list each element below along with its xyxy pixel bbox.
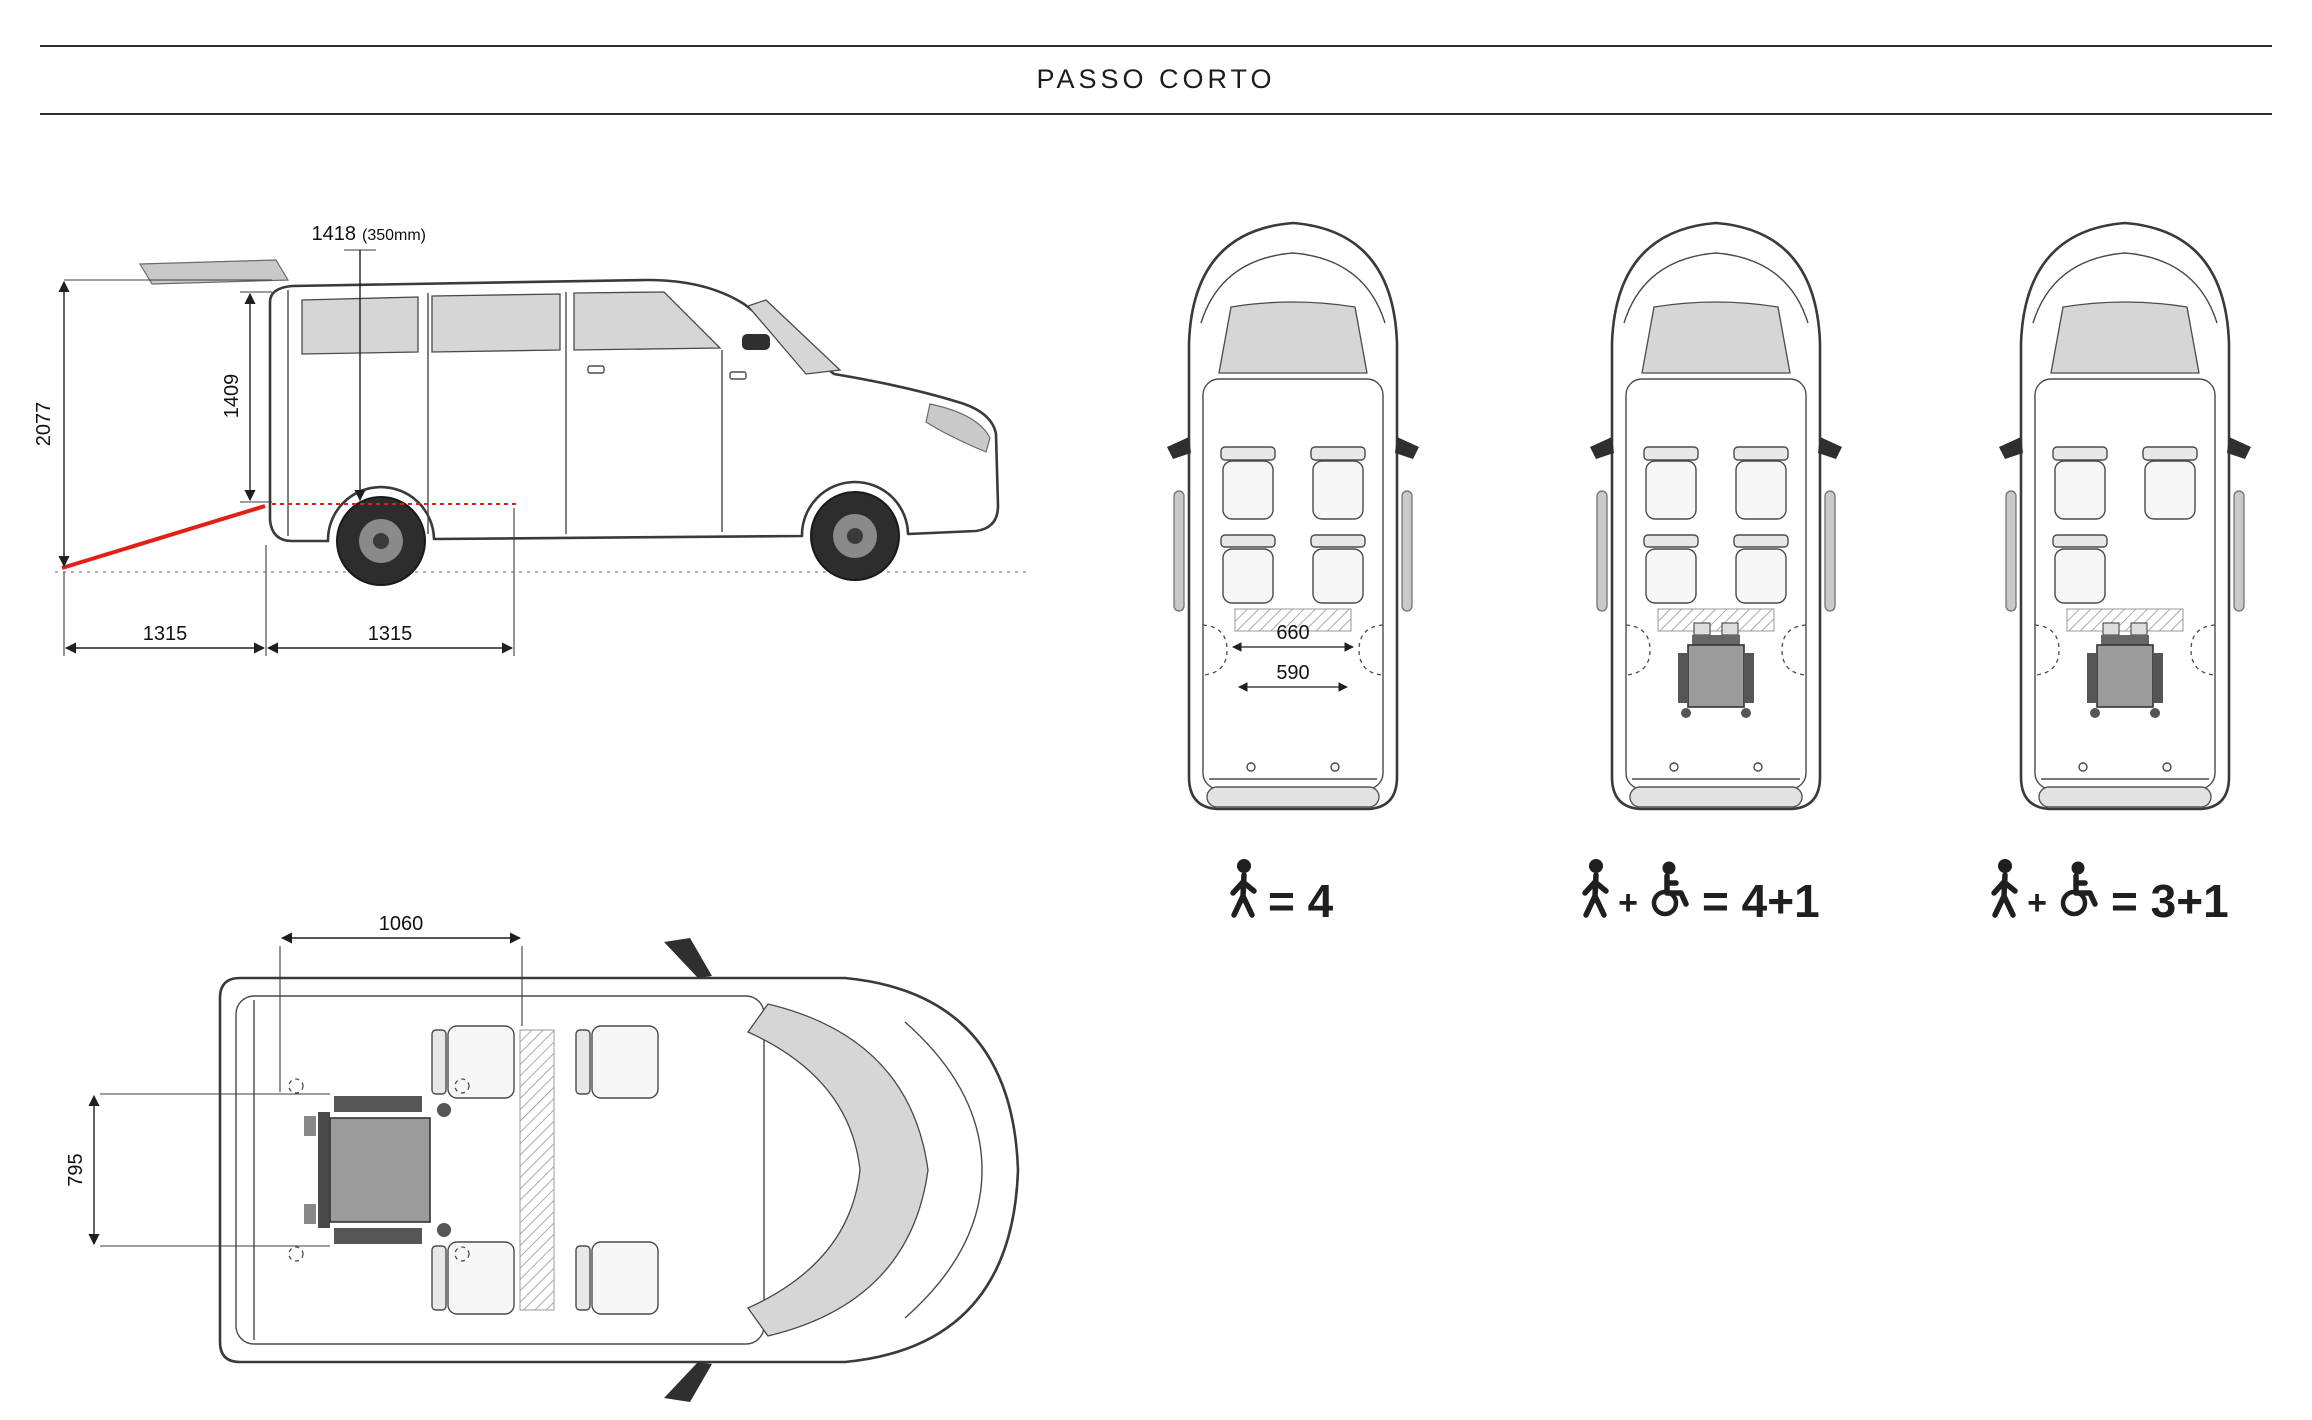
- front-wheel: [810, 491, 900, 581]
- header: PASSO CORTO: [40, 45, 2272, 115]
- sliding-door-window: [431, 293, 561, 353]
- dim-ramp-length-text: 1315: [143, 623, 188, 645]
- plan-view-diagram: 1060 795: [65, 913, 1020, 1402]
- config-1-topview: 660 590 = 4: [1165, 221, 1421, 927]
- dim-overall-height-text: 2077: [33, 402, 55, 447]
- dim-interior-length: 1060: [279, 913, 523, 1092]
- dim-width-between-arches: 660: [1232, 622, 1354, 652]
- dim-interior-width: 795: [65, 1093, 330, 1247]
- dim-bottom-lengths: 1315 1315: [63, 508, 515, 656]
- config-3-label: + = 3+1: [1994, 859, 2229, 927]
- config-2-topview: + = 4+1: [1585, 221, 1844, 927]
- person-icon: [1585, 859, 1606, 915]
- dim-rear-opening-height-text: 1409: [221, 374, 243, 419]
- plus-sign: +: [2027, 884, 2047, 922]
- mirror-bottom: [664, 1362, 712, 1402]
- plus-sign: +: [1618, 884, 1638, 922]
- config-1-count: = 4: [1268, 875, 1334, 927]
- dim-floor-height-text: 1418: [312, 223, 357, 245]
- hatched-floor-strip: [519, 1029, 555, 1311]
- door-mirror: [742, 334, 770, 350]
- open-tailgate: [138, 259, 290, 285]
- config-2-label: + = 4+1: [1585, 859, 1820, 927]
- dim-660-text: 660: [1276, 622, 1309, 644]
- door-handle-front: [729, 371, 747, 380]
- dim-floor-height-note: (350mm): [362, 227, 426, 244]
- front-seats-plan: [575, 1025, 659, 1315]
- config-1-label: = 4: [1233, 859, 1334, 927]
- dim-interior-length-text: 1060: [379, 913, 424, 935]
- rear-wheel: [336, 496, 426, 586]
- wheelchair-icon: [2063, 862, 2095, 915]
- config-2-count: = 4+1: [1702, 875, 1820, 927]
- dim-floor-width: 590: [1238, 662, 1348, 692]
- windshield-plan: [747, 1003, 929, 1337]
- dim-overall-height: 2077: [33, 279, 272, 568]
- dim-590-text: 590: [1276, 662, 1309, 684]
- person-icon: [1994, 859, 2015, 915]
- hood-line: [904, 1021, 983, 1319]
- front-door-window: [573, 291, 722, 351]
- dim-rear-overhang-text: 1315: [368, 623, 413, 645]
- cabin-outline: [235, 995, 765, 1345]
- windshield-side: [746, 299, 842, 375]
- dim-floor-height: 1418 (350mm): [312, 223, 426, 502]
- ramp-line: [61, 504, 266, 570]
- config-3-topview: + = 3+1: [1994, 221, 2253, 927]
- mirror-top: [664, 938, 712, 978]
- wheelchair-icon: [1654, 862, 1686, 915]
- dim-rear-opening-height: 1409: [221, 291, 272, 503]
- headlight: [925, 403, 991, 453]
- config-3-count: = 3+1: [2111, 875, 2229, 927]
- person-icon: [1233, 859, 1254, 915]
- door-handle-rear: [587, 365, 605, 374]
- page-title: PASSO CORTO: [1036, 64, 1275, 94]
- wheelchair-plan: [288, 1078, 470, 1262]
- dim-interior-width-text: 795: [65, 1153, 87, 1186]
- side-view-diagram: 2077 1409 1418 (350mm) 1315 1315: [33, 223, 1030, 656]
